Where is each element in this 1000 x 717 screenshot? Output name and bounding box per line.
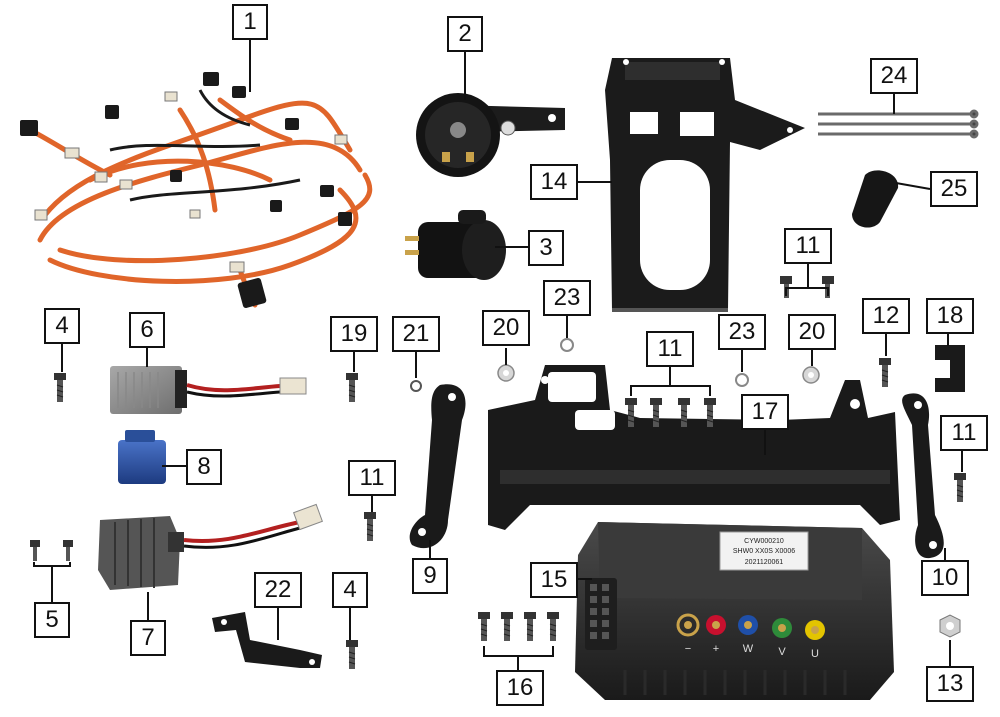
callout-9: 9 [412,558,448,594]
controller-bracket [605,58,805,312]
callout-5: 5 [34,602,70,638]
terminal-v [772,618,792,638]
callout-3: 3 [528,230,564,266]
horn [416,93,565,177]
callout-24: 24 [870,58,918,94]
callout-19: 19 [330,316,378,352]
callout-25: 25 [930,171,978,207]
controller-plate-line1: CYW000210 [744,538,784,545]
cable-ties [818,109,979,139]
callout-15: 15 [530,562,578,598]
callout-1: 1 [232,4,268,40]
terminal-label-minus: − [685,643,691,655]
callout-22: 22 [254,572,302,608]
terminal-label-plus: + [713,643,719,655]
callout-11-upper: 11 [784,228,832,264]
motor-controller: − + W V U CYW000210 SHW0 XX0S X0006 2021… [575,522,894,700]
wiring-harness [20,72,373,308]
callout-2: 2 [447,16,483,52]
callout-4-bottom: 4 [332,572,368,608]
callout-17: 17 [741,394,789,430]
controller-plate-line2: SHW0 XX0S X0006 [733,548,795,555]
voltage-regulator [110,366,307,414]
callout-20-right: 20 [788,314,836,350]
terminal-label-u: U [811,648,819,660]
callout-12: 12 [862,298,910,334]
flasher-relay [405,210,506,280]
side-plate-right [902,393,944,559]
callout-18: 18 [926,298,974,334]
callout-11-left: 11 [348,460,396,496]
callout-13: 13 [926,666,974,702]
controller-plate-line3: 2021120061 [745,559,784,566]
callout-10: 10 [921,560,969,596]
terminal-minus [676,613,700,637]
callout-16: 16 [496,670,544,706]
callout-4-top: 4 [44,308,80,344]
terminal-u [805,620,825,640]
leader-lines [33,38,963,670]
callout-11-middle: 11 [646,331,694,367]
side-plate-left [409,384,466,549]
callout-6: 6 [129,312,165,348]
small-bracket [212,612,322,668]
callout-11-right: 11 [940,415,988,451]
terminal-label-v: V [778,646,786,658]
starter-relay [118,430,166,484]
callout-23-top: 23 [543,280,591,316]
rectifier [98,503,323,590]
callout-23-right: 23 [718,314,766,350]
callout-7: 7 [130,620,166,656]
terminal-label-w: W [743,643,754,655]
cable-clip [852,170,899,228]
clamp-bracket [935,345,965,392]
callout-8: 8 [186,449,222,485]
mounting-frame [488,365,900,530]
callout-20-left: 20 [482,310,530,346]
callout-21: 21 [392,316,440,352]
terminal-plus [706,615,726,635]
callout-14: 14 [530,164,578,200]
terminal-w [738,615,758,635]
bolt-4-top [53,372,67,403]
